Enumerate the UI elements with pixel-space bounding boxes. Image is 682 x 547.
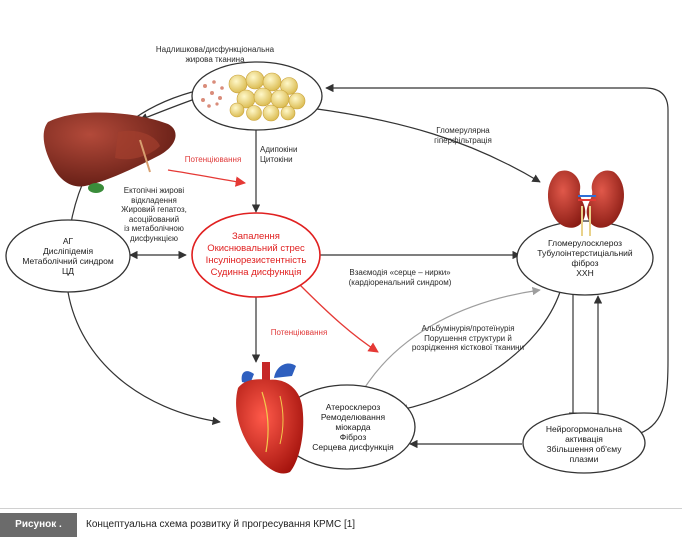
node-kidney-ellipse [516, 220, 654, 296]
arrow-potentiation-bottom [299, 284, 379, 353]
arrows-dark [67, 83, 669, 449]
albuminuria-line-1: Альбумінурія/протеїнурія [421, 324, 515, 333]
arrow-loop-neuro-to-adipose [325, 83, 669, 437]
neuro-node-text: Нейрогормональна активація Збільшення об… [528, 424, 640, 464]
kidney-node-text: Гломерулосклероз Тубулоінтерстиціальний … [520, 238, 650, 278]
metabolic-line-3: Метаболічний синдром [22, 256, 114, 266]
figure-caption-text: Концептуальна схема розвитку й прогресув… [86, 519, 356, 530]
albuminuria-line-3: розрідження кісткової тканини [411, 343, 525, 352]
node-metabolic-ellipse [5, 219, 131, 293]
metabolic-line-2: Дисліпідемія [42, 246, 94, 256]
potentiation-top-label: Потенціювання [178, 155, 248, 165]
inflammation-line-2: Окиснювальний стрес [207, 243, 305, 254]
heart-line-1: Атеросклероз [325, 402, 381, 412]
kidney-line-2: Тубулоінтерстиціальний [537, 248, 633, 258]
liver-illustration [43, 112, 176, 193]
heart-line-2: Ремоделювання [320, 412, 386, 422]
arrows-red [167, 169, 379, 353]
inflammation-line-3: Інсулінорезистентність [205, 255, 307, 266]
hyperfiltration-line-1: Гломерулярна [436, 126, 490, 135]
metabolic-line-1: АГ [62, 236, 74, 246]
cardiorenal-line-2: (кардіоренальний синдром) [348, 277, 452, 287]
neuro-line-3: Збільшення об'єму [546, 444, 622, 454]
ectopic-label: Ектопічні жирові відкладення Жировий геп… [108, 186, 200, 243]
heart-illustration [236, 362, 304, 474]
adipose-label: Надлишкова/дисфункціональна жирова ткани… [140, 45, 290, 64]
heart-line-3: міокарда [335, 422, 371, 432]
adipokines-label: Адипокіни Цитокіни [260, 145, 320, 164]
kidney-line-4: ХХН [576, 268, 594, 278]
neuro-line-2: активація [565, 434, 603, 444]
kidney-line-1: Гломерулосклероз [548, 238, 622, 248]
ectopic-line-6: дисфункцією [130, 233, 178, 243]
neuro-line-4: плазми [569, 454, 599, 464]
caption-divider [0, 508, 682, 509]
node-neuro-ellipse [522, 412, 646, 474]
adipose-tissue-illustration [201, 70, 306, 122]
cardiorenal-label: Взаємодія «серце – нирки» (кардіоренальн… [336, 268, 464, 287]
neuro-line-1: Нейрогормональна [545, 424, 623, 434]
potentiation-top-text: Потенціювання [184, 155, 242, 164]
adipokines-label-line-2: Цитокіни [260, 154, 293, 164]
arrow-adipose-to-kidney [309, 107, 541, 183]
potentiation-bottom-label: Потенціювання [264, 328, 334, 338]
figure-caption-tag: Рисунок . [0, 513, 77, 537]
diagram-canvas [5, 61, 669, 474]
adipose-label-line-1: Надлишкова/дисфункціональна [155, 45, 275, 54]
heart-line-4: Фіброз [339, 432, 367, 442]
ectopic-line-2: відкладення [131, 195, 177, 205]
heart-line-5: Серцева дисфункція [312, 442, 394, 452]
potentiation-bottom-text: Потенціювання [270, 328, 328, 337]
inflammation-node-text: Запалення Окиснювальний стрес Інсуліноре… [192, 231, 320, 279]
kidney-illustration [547, 170, 625, 236]
arrow-metabolic-to-heart [67, 291, 221, 426]
albuminuria-label: Альбумінурія/протеїнурія Порушення струк… [400, 324, 536, 353]
ectopic-line-3: Жировий гепатоз, [121, 205, 187, 214]
adipose-label-line-2: жирова тканина [185, 54, 245, 64]
inflammation-line-4: Судинна дисфункція [210, 267, 302, 278]
ectopic-line-1: Ектопічні жирові [123, 186, 185, 195]
ectopic-line-4: асоційований [128, 214, 180, 224]
arrow-potentiation-top [167, 169, 247, 187]
hyperfiltration-label: Гломерулярна гіперфільтрація [420, 126, 506, 145]
ectopic-line-5: із метаболічною [124, 224, 184, 233]
metabolic-line-4: ЦД [61, 266, 75, 276]
inflammation-line-1: Запалення [232, 231, 280, 242]
arrow-cardiorenal [361, 286, 541, 393]
adipokines-label-line-1: Адипокіни [260, 145, 298, 154]
heart-node-text: Атеросклероз Ремоделювання міокарда Фібр… [298, 402, 408, 452]
hyperfiltration-line-2: гіперфільтрація [434, 135, 492, 145]
cardiorenal-line-1: Взаємодія «серце – нирки» [349, 268, 451, 277]
arrow-kidney-to-heart [399, 291, 561, 413]
albuminuria-line-2: Порушення структури й [424, 333, 512, 343]
node-inflammation-ellipse [191, 212, 321, 298]
metabolic-node-text: АГ Дисліпідемія Метаболічний синдром ЦД [10, 236, 126, 276]
kidney-line-3: фіброз [571, 258, 599, 268]
